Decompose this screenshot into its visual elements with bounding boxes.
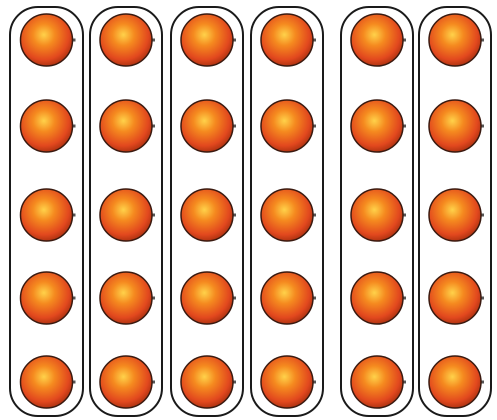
ball-group-1 — [10, 7, 83, 416]
ball — [261, 356, 313, 408]
ball — [181, 100, 233, 152]
ball — [181, 356, 233, 408]
ball — [100, 272, 152, 324]
ball — [21, 14, 73, 66]
ball-group-5 — [341, 7, 413, 416]
ball — [21, 272, 73, 324]
ball — [351, 100, 403, 152]
ball-group-4 — [251, 7, 323, 416]
ball — [21, 100, 73, 152]
ball — [261, 189, 313, 241]
ball — [100, 100, 152, 152]
ball — [429, 272, 481, 324]
ball — [100, 189, 152, 241]
ball-group-2 — [90, 7, 162, 416]
groups-layer — [10, 7, 491, 416]
ball — [351, 189, 403, 241]
ball-group-3 — [171, 7, 243, 416]
ball — [351, 356, 403, 408]
ball — [429, 14, 481, 66]
ball-group-6 — [419, 7, 491, 416]
ball — [181, 189, 233, 241]
ball — [181, 272, 233, 324]
ball — [100, 14, 152, 66]
ball — [21, 356, 73, 408]
ball — [351, 272, 403, 324]
ball — [261, 272, 313, 324]
ball — [181, 14, 233, 66]
ball — [351, 14, 403, 66]
ball — [429, 100, 481, 152]
ball — [429, 189, 481, 241]
ball — [21, 189, 73, 241]
ball — [100, 356, 152, 408]
ball — [429, 356, 481, 408]
ball — [261, 100, 313, 152]
ball — [261, 14, 313, 66]
